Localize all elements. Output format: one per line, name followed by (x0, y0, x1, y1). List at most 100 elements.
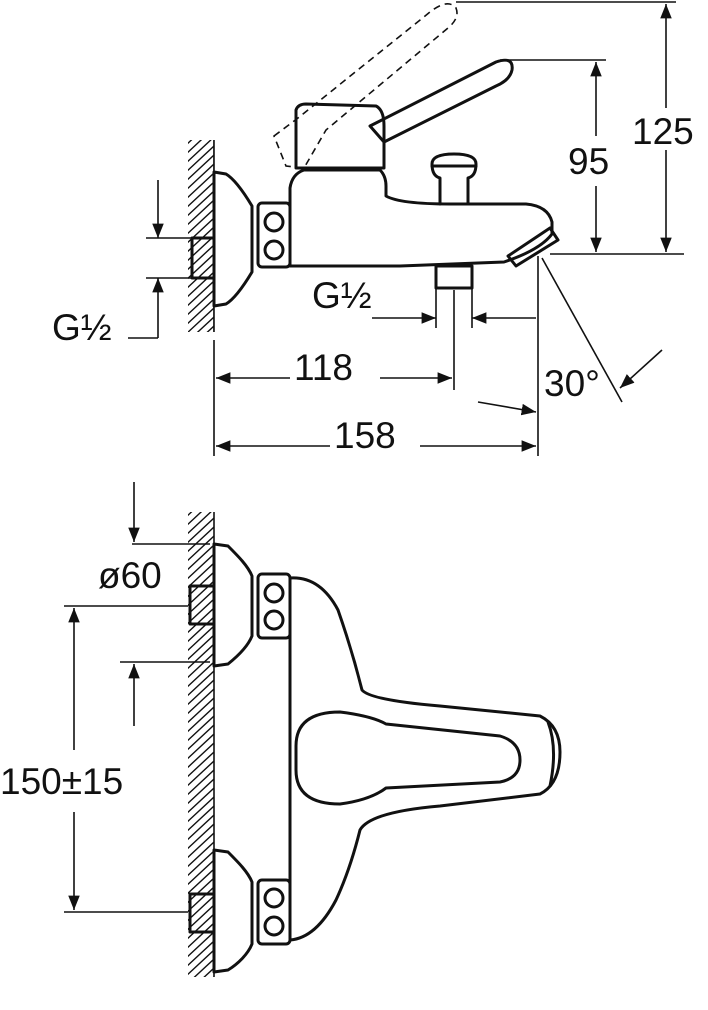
hatch-line (188, 512, 212, 535)
dim-flange-diameter: ø60 (98, 482, 210, 726)
hatch-line (188, 289, 214, 316)
hatch-line (193, 958, 214, 977)
hatch-line (188, 140, 193, 145)
hatch-line (212, 976, 214, 977)
hatch-line (188, 145, 214, 172)
hatch-line (188, 607, 214, 634)
lever-height-label: 95 (568, 141, 609, 182)
dim-outlet-thread: G½ (312, 275, 536, 328)
hatch-line (188, 535, 214, 562)
hatch-line (188, 154, 214, 181)
hatch-line (186, 986, 214, 1010)
hatch-line (188, 512, 203, 526)
hatch-line (188, 922, 214, 949)
hatch-line (186, 482, 214, 508)
flange-top (212, 542, 254, 668)
hatch-line (188, 643, 214, 670)
hatch-line (188, 553, 214, 580)
hatch-line (188, 262, 214, 289)
hatch-line (188, 832, 214, 859)
hatch-line (188, 307, 214, 332)
dim-depths: 118 158 (213, 256, 539, 456)
hatch-line (188, 517, 214, 544)
hatch-line (188, 796, 214, 823)
dim-heights: 95 125 (456, 1, 694, 255)
hatch-line (186, 335, 214, 361)
hatch-line (188, 190, 214, 217)
hatch-line (188, 172, 214, 199)
hatch-line (188, 670, 214, 697)
flange-side (212, 170, 254, 308)
hatch-line (186, 353, 214, 379)
hatch-line (186, 1004, 214, 1010)
hatch-line (188, 733, 214, 760)
hatch-line (188, 679, 214, 706)
wall-hatching-side (186, 110, 214, 379)
hatch-line (188, 751, 214, 778)
dim-inlet-thread: G½ (52, 180, 192, 348)
mixer-body-front (288, 576, 562, 942)
hatch-line (188, 199, 214, 226)
hatch-line (188, 769, 214, 796)
front-view: ø60 150±15 (0, 482, 562, 1010)
spout-angle-label: 30° (544, 363, 600, 404)
hatch-line (188, 697, 214, 724)
hatch-line (188, 868, 214, 895)
hatch-line (196, 316, 214, 332)
hatch-line (188, 778, 214, 805)
hatch-line (188, 298, 214, 325)
hatch-line (188, 715, 214, 742)
hatch-line (188, 931, 214, 958)
lever-raised-dashed (273, 3, 458, 169)
outlet-thread-label: G½ (312, 275, 372, 316)
hatch-line (188, 625, 214, 652)
hatch-line (188, 140, 203, 154)
hatch-line (188, 850, 214, 877)
hatch-line (186, 344, 214, 370)
hatch-line (186, 995, 214, 1010)
hatch-line (188, 688, 214, 715)
flange-diameter-label: ø60 (98, 555, 162, 596)
cartridge-cap (294, 102, 386, 170)
hatch-line (188, 760, 214, 787)
total-depth-label: 158 (334, 415, 396, 456)
hatch-line (188, 140, 212, 163)
hatch-line (188, 823, 214, 850)
hatch-line (188, 859, 214, 886)
hatch-line (188, 271, 214, 298)
hatch-line (188, 512, 193, 517)
hatch-line (188, 616, 214, 643)
hatch-line (188, 706, 214, 733)
hatch-line (188, 208, 214, 235)
outlet-stub-side (434, 264, 474, 290)
outlet-distance-label: 118 (294, 347, 353, 388)
hatch-line (188, 940, 214, 967)
hatch-line (188, 163, 214, 190)
diverter-knob (430, 152, 478, 206)
hatch-line (188, 652, 214, 679)
dim-inlet-spacing: 150±15 (0, 605, 188, 913)
hatch-line (203, 967, 214, 977)
hatch-line (188, 526, 214, 553)
hatch-line (188, 181, 214, 208)
hatch-line (188, 634, 214, 661)
hatch-line (188, 814, 214, 841)
mixer-body-side (288, 168, 554, 268)
hatch-line (188, 661, 214, 688)
spout-aerator (506, 226, 560, 268)
hatch-line (188, 949, 214, 976)
inlet-thread-label: G½ (52, 307, 112, 348)
inlet-spacing-label: 150±15 (0, 761, 123, 802)
lever-handle (368, 58, 514, 144)
hatch-line (186, 110, 214, 136)
hatch-line (206, 325, 214, 332)
hatch-line (188, 724, 214, 751)
hatch-line (188, 742, 214, 769)
hatch-line (188, 544, 214, 571)
total-height-label: 125 (632, 111, 694, 152)
hatch-line (188, 280, 214, 307)
hatch-line (188, 805, 214, 832)
hatch-line (188, 841, 214, 868)
dim-spout-angle: 30° (477, 257, 663, 416)
